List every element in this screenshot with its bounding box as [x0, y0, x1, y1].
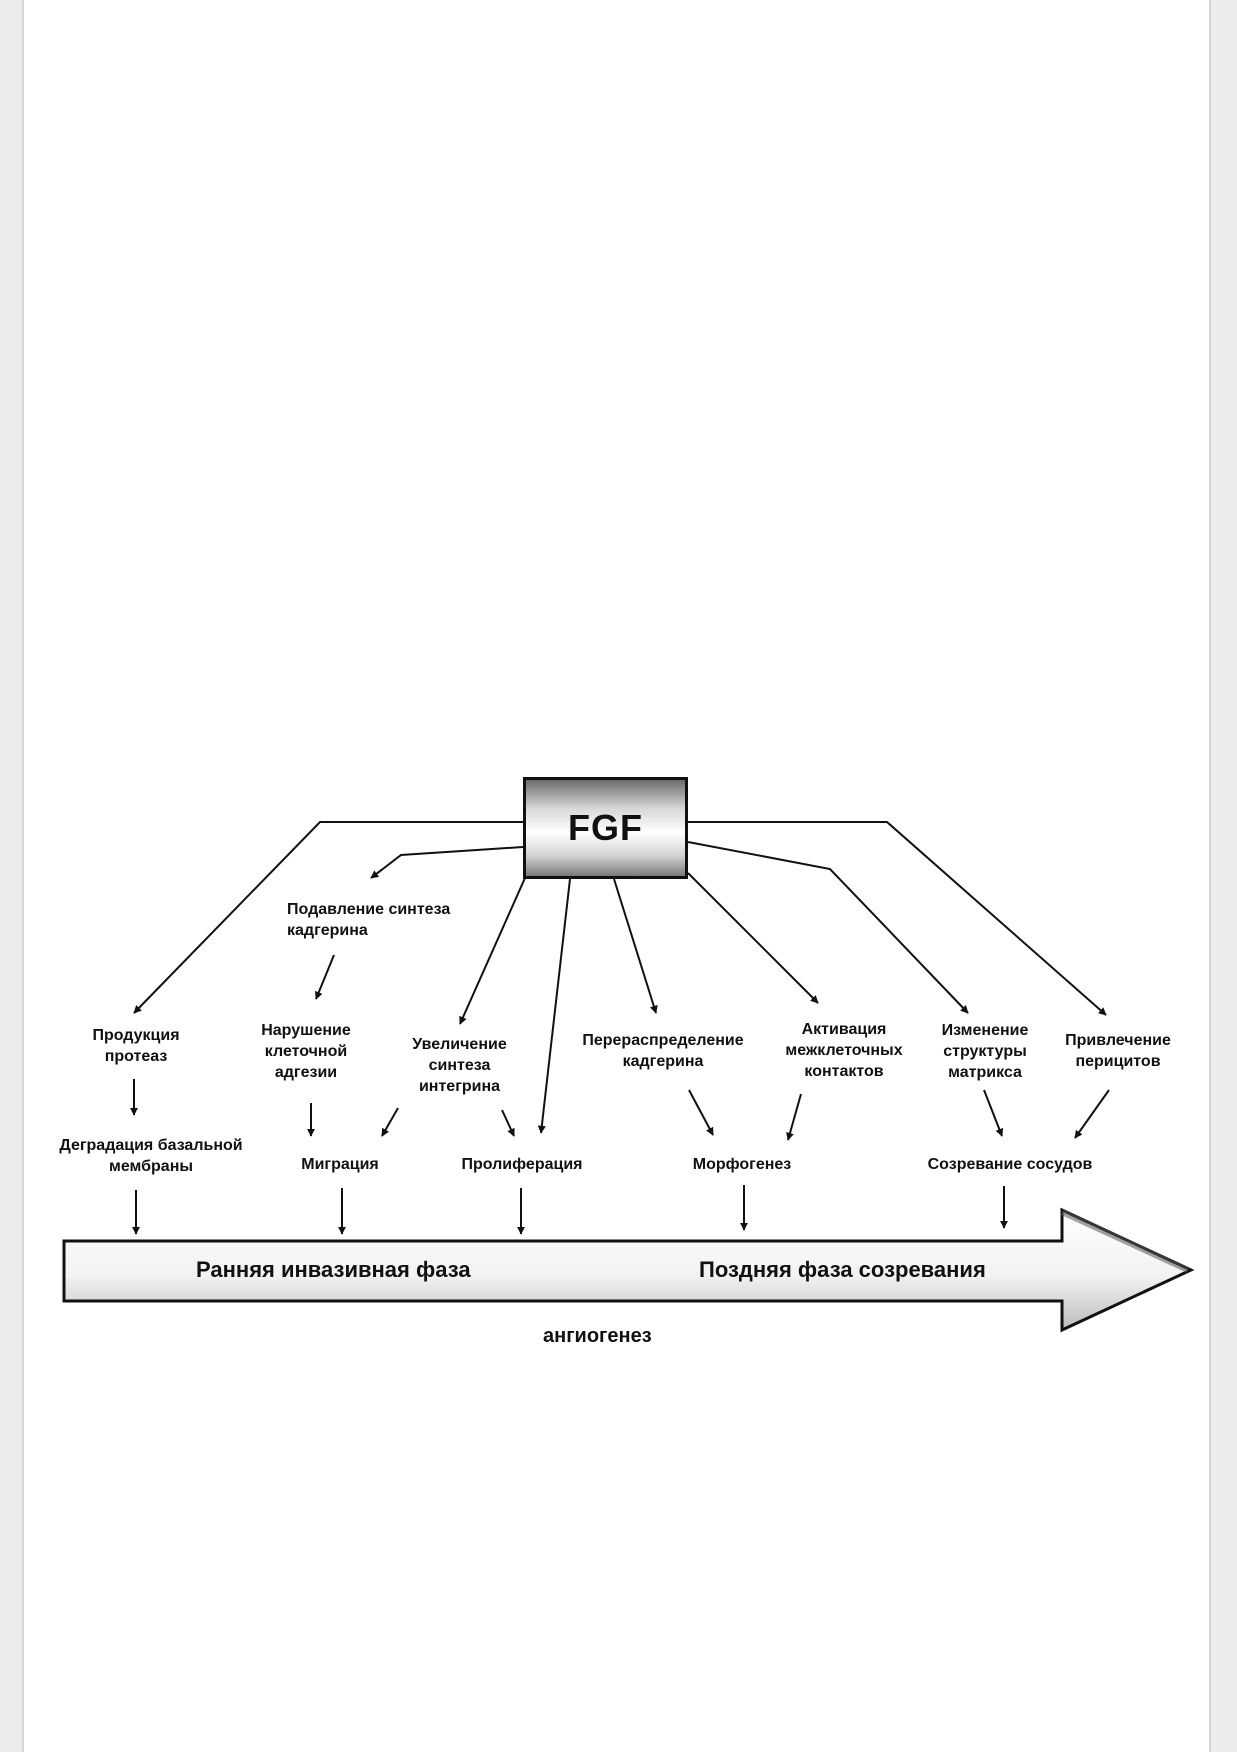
- effect-cadherin-suppression: Подавление синтеза кадгерина: [287, 901, 451, 939]
- fgf-label: FGF: [568, 807, 643, 848]
- phase-late: Поздняя фаза созревания: [699, 1257, 986, 1282]
- arrow-cadherin-to-morphogenesis: [688, 1089, 714, 1136]
- process-vessel-maturation: Созревание сосудов: [927, 1156, 1093, 1173]
- arrow-matrix-to-maturation: [983, 1089, 1004, 1137]
- phase-early: Ранняя инвазивная фаза: [196, 1257, 471, 1282]
- arrow-fgf-to-pericytes: [688, 821, 1107, 1016]
- diagram-caption: ангиогенез: [543, 1325, 652, 1347]
- arrow-pericytes-to-maturation: [1074, 1089, 1110, 1139]
- arrow-contacts-to-morphogenesis: [786, 1093, 802, 1141]
- process-proliferation: Пролиферация: [461, 1156, 583, 1173]
- arrow-integrin-to-proliferation: [501, 1109, 515, 1137]
- process-morphogenesis: Морфогенез: [692, 1156, 792, 1173]
- effect-contacts-activation: Активация межклеточных контактов: [785, 1021, 903, 1080]
- process-degradation: Деградация базальной мембраны: [59, 1137, 243, 1175]
- arrow-fgf-to-matrix: [687, 841, 969, 1014]
- effect-proteases: Продукция протеаз: [92, 1027, 180, 1065]
- arrow-fgf-to-cadherin-suppression: [370, 846, 524, 879]
- arrow-fgf-to-cadherin-redistribution: [613, 878, 658, 1014]
- fgf-box: FGF: [523, 777, 688, 879]
- arrow-fgf-to-integrin: [459, 877, 526, 1025]
- arrow-integrin-to-migration: [381, 1107, 399, 1137]
- effect-adhesion-disruption: Нарушение клеточной адгезии: [261, 1022, 351, 1081]
- effect-matrix-change: Изменение структуры матрикса: [941, 1022, 1029, 1081]
- effect-integrin-increase: Увеличение синтеза интегрина: [412, 1036, 507, 1095]
- effect-pericytes: Привлечение перицитов: [1065, 1032, 1171, 1070]
- arrow-fgf-to-proliferation: [537, 878, 571, 1134]
- arrow-fgf-to-contacts: [687, 872, 819, 1004]
- arrow-fgf-to-proteases: [133, 821, 523, 1014]
- arrow-suppression-to-adhesion: [315, 954, 335, 1000]
- process-migration: Миграция: [301, 1156, 379, 1173]
- effect-cadherin-redistribution: Перераспределение кадгерина: [582, 1032, 744, 1070]
- timeline-arrow: [62, 1207, 1195, 1333]
